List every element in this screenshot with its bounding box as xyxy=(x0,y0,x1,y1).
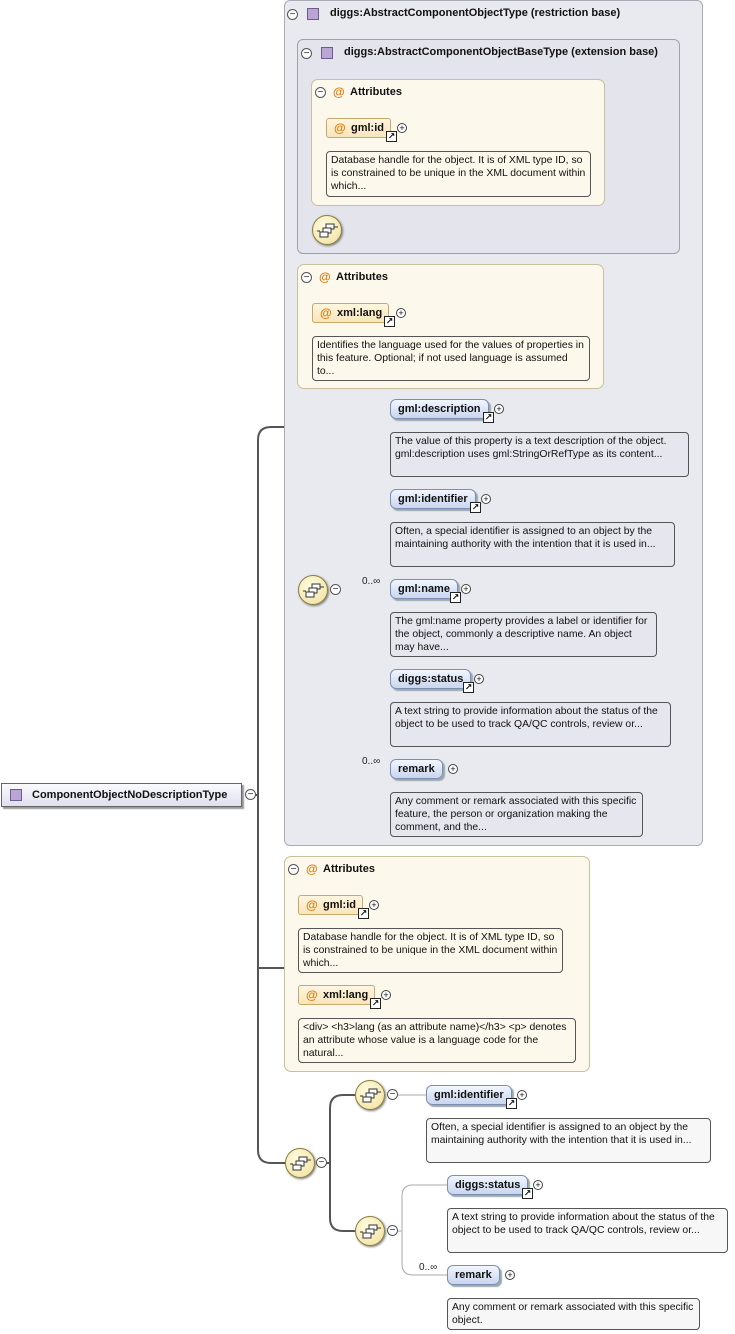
sequence-compositor-icon[interactable] xyxy=(355,1216,385,1246)
sequence-compositor-icon[interactable] xyxy=(312,215,342,245)
element-description: A text string to provide information abo… xyxy=(447,1208,728,1253)
expand-plus-icon[interactable]: + xyxy=(369,900,379,910)
attribute-xml-lang[interactable]: @ xml:lang xyxy=(298,985,376,1005)
attribute-icon: @ xyxy=(320,306,332,320)
element-description: The gml:name property provides a label o… xyxy=(390,612,657,657)
reference-arrow-icon[interactable]: ↗ xyxy=(358,908,369,919)
sequence-glyph xyxy=(360,1224,381,1239)
reference-arrow-icon[interactable]: ↗ xyxy=(522,1188,533,1199)
attribute-name: gml:id xyxy=(323,899,356,911)
element-diggs-status[interactable]: diggs:status xyxy=(390,669,472,689)
reference-arrow-icon[interactable]: ↗ xyxy=(386,131,397,142)
expand-plus-icon[interactable]: + xyxy=(474,674,484,684)
extension-base-title: diggs:AbstractComponentObjectBaseType (e… xyxy=(344,46,658,58)
element-gml-name[interactable]: gml:name xyxy=(390,579,458,599)
sequence-compositor-icon[interactable] xyxy=(285,1148,315,1178)
element-gml-identifier[interactable]: gml:identifier xyxy=(390,489,476,509)
attributes-collapse-toggle[interactable]: − xyxy=(315,87,326,98)
attributes-label: Attributes xyxy=(350,86,402,98)
root-type[interactable]: ComponentObjectNoDescriptionType xyxy=(1,783,242,807)
element-remark[interactable]: remark xyxy=(390,759,443,779)
extension-collapse-toggle[interactable]: − xyxy=(301,48,312,59)
attribute-icon: @ xyxy=(306,898,318,912)
sequence-compositor-icon[interactable] xyxy=(298,575,328,605)
reference-arrow-icon[interactable]: ↗ xyxy=(450,592,461,603)
expand-plus-icon[interactable]: + xyxy=(517,1090,527,1100)
element-remark[interactable]: remark xyxy=(447,1265,500,1285)
expand-plus-icon[interactable]: + xyxy=(481,494,491,504)
attribute-gml-id[interactable]: @ gml:id xyxy=(298,895,363,915)
complex-type-icon xyxy=(321,47,333,59)
sequence-glyph xyxy=(360,1088,381,1103)
element-description: The value of this property is a text des… xyxy=(390,432,689,477)
sequence-glyph xyxy=(317,223,338,238)
attributes-label: Attributes xyxy=(323,863,375,875)
attribute-gml-id[interactable]: @ gml:id xyxy=(326,118,391,138)
expand-plus-icon[interactable]: + xyxy=(381,990,391,1000)
attribute-description: Database handle for the object. It is of… xyxy=(326,151,591,197)
attribute-icon: @ xyxy=(306,988,318,1002)
attribute-icon: @ xyxy=(333,85,345,99)
reference-arrow-icon[interactable]: ↗ xyxy=(506,1098,517,1109)
element-gml-identifier[interactable]: gml:identifier xyxy=(426,1085,512,1105)
attribute-xml-lang[interactable]: @ xml:lang xyxy=(312,303,390,323)
expand-plus-icon[interactable]: + xyxy=(461,584,471,594)
sequence-collapse-toggle[interactable]: − xyxy=(387,1225,398,1236)
element-description: Often, a special identifier is assigned … xyxy=(426,1118,711,1163)
sequence-collapse-toggle[interactable]: − xyxy=(387,1089,398,1100)
reference-arrow-icon[interactable]: ↗ xyxy=(463,682,474,693)
attributes-label: Attributes xyxy=(336,271,388,283)
reference-arrow-icon[interactable]: ↗ xyxy=(370,998,381,1009)
expand-plus-icon[interactable]: + xyxy=(533,1180,543,1190)
cardinality-label: 0..∞ xyxy=(419,1262,438,1273)
sequence-collapse-toggle[interactable]: − xyxy=(316,1157,327,1168)
attribute-icon: @ xyxy=(334,121,346,135)
attribute-description: Identifies the language used for the val… xyxy=(312,336,590,381)
complex-type-icon xyxy=(307,8,319,20)
attribute-icon: @ xyxy=(319,270,331,284)
attribute-name: xml:lang xyxy=(323,989,369,1001)
cardinality-label: 0..∞ xyxy=(362,576,381,587)
sequence-glyph xyxy=(290,1156,311,1171)
element-description: Any comment or remark associated with th… xyxy=(390,792,643,837)
expand-plus-icon[interactable]: + xyxy=(396,308,406,318)
root-type-label: ComponentObjectNoDescriptionType xyxy=(32,789,228,801)
complex-type-icon xyxy=(10,789,22,801)
expand-plus-icon[interactable]: + xyxy=(448,764,458,774)
restriction-collapse-toggle[interactable]: − xyxy=(287,9,298,20)
sequence-collapse-toggle[interactable]: − xyxy=(330,584,341,595)
expand-plus-icon[interactable]: + xyxy=(494,404,504,414)
element-description: Any comment or remark associated with th… xyxy=(447,1298,700,1330)
expand-plus-icon[interactable]: + xyxy=(397,123,407,133)
attribute-description: Database handle for the object. It is of… xyxy=(298,928,563,973)
expand-plus-icon[interactable]: + xyxy=(505,1270,515,1280)
sequence-glyph xyxy=(303,583,324,598)
root-collapse-toggle[interactable]: − xyxy=(245,789,256,800)
attributes-collapse-toggle[interactable]: − xyxy=(301,272,312,283)
attribute-icon: @ xyxy=(306,862,318,876)
attribute-name: gml:id xyxy=(351,122,384,134)
restriction-base-title: diggs:AbstractComponentObjectType (restr… xyxy=(330,7,621,19)
reference-arrow-icon[interactable]: ↗ xyxy=(483,412,494,423)
sequence-compositor-icon[interactable] xyxy=(355,1080,385,1110)
reference-arrow-icon[interactable]: ↗ xyxy=(470,502,481,513)
element-description: Often, a special identifier is assigned … xyxy=(390,522,675,567)
attribute-name: xml:lang xyxy=(337,307,383,319)
element-description: A text string to provide information abo… xyxy=(390,702,671,747)
reference-arrow-icon[interactable]: ↗ xyxy=(384,316,395,327)
attributes-collapse-toggle[interactable]: − xyxy=(288,864,299,875)
cardinality-label: 0..∞ xyxy=(362,756,381,767)
element-gml-description[interactable]: gml:description xyxy=(390,399,489,419)
attribute-description: <div> <h3>lang (as an attribute name)</h… xyxy=(298,1018,576,1063)
element-diggs-status[interactable]: diggs:status xyxy=(447,1175,529,1195)
